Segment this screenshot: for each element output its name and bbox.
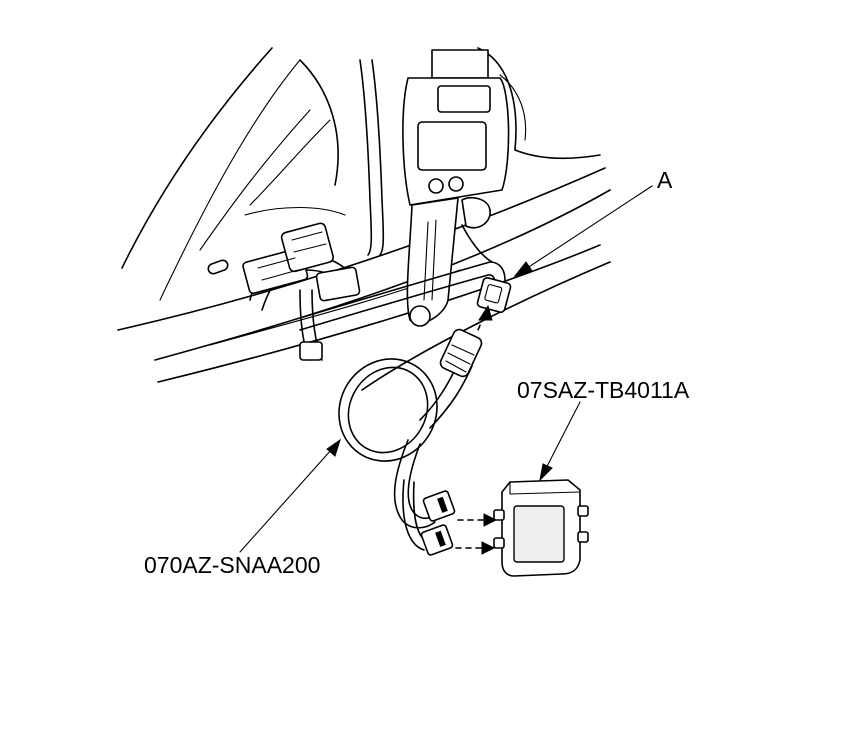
callout-adapter: 07SAZ-TB4011A bbox=[517, 377, 690, 403]
leader-a bbox=[513, 185, 653, 277]
leader-adapter bbox=[539, 401, 581, 482]
connector-a bbox=[476, 276, 512, 314]
connect-arrow-a bbox=[477, 304, 493, 331]
callout-a: A bbox=[657, 167, 673, 193]
left-harness bbox=[242, 59, 385, 361]
seat-belt-assembly bbox=[402, 49, 510, 327]
callout-tool-harness: 070AZ-SNAA200 bbox=[144, 552, 321, 578]
adapter-box bbox=[493, 479, 589, 577]
tool-harness bbox=[338, 328, 483, 556]
leader-tool-harness bbox=[239, 438, 341, 553]
connect-arrows-adapter bbox=[455, 513, 498, 555]
